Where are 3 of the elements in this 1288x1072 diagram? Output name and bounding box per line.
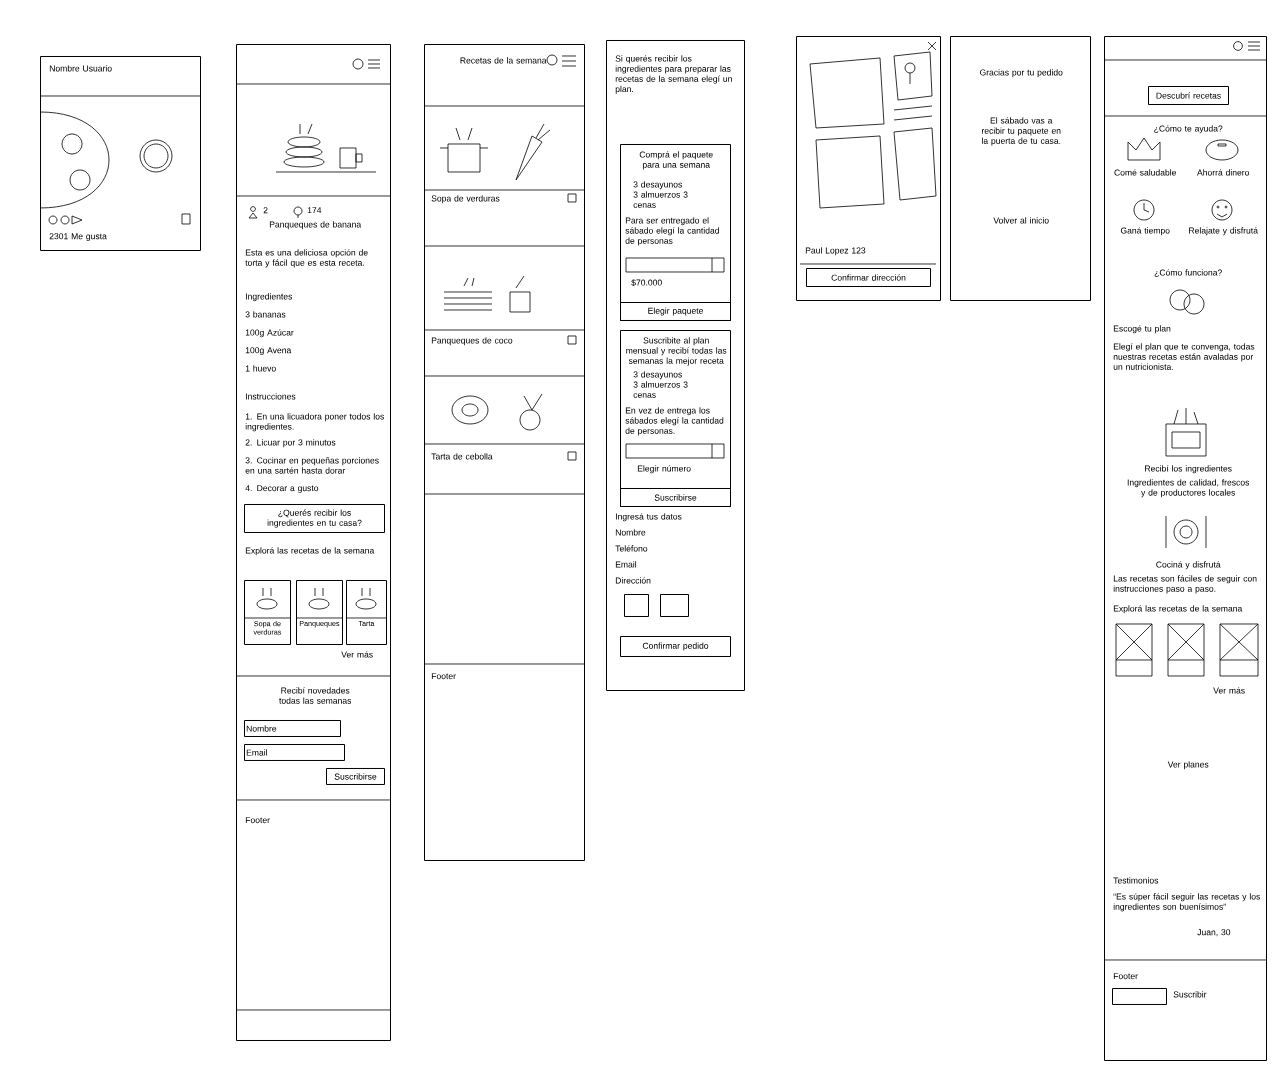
option-box [660,594,689,617]
option-box [624,594,649,617]
input-field [1112,988,1167,1005]
